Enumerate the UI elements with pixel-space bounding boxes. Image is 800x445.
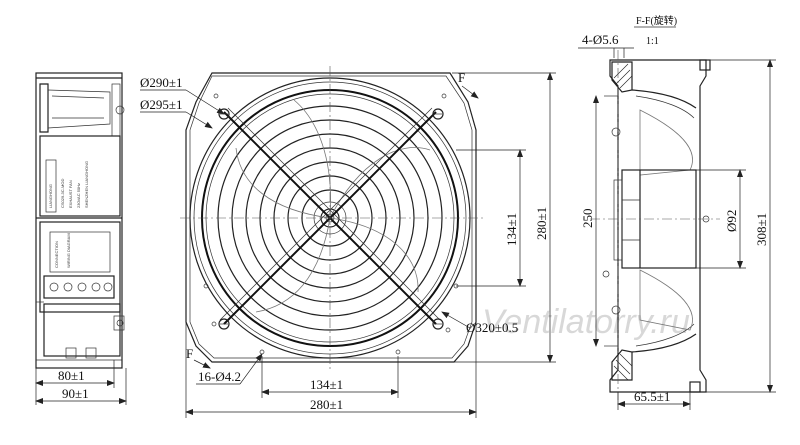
front-view: Ø290±1 Ø295±1 F F 16-Ø4.2 134±1 280±1 13… bbox=[140, 66, 556, 418]
dim-height-outer-label: 308±1 bbox=[754, 213, 769, 246]
section-title: F-F(旋转) bbox=[636, 14, 677, 27]
section-bolts bbox=[602, 59, 711, 393]
terminal-block bbox=[43, 275, 115, 299]
dim-height-label: 280±1 bbox=[534, 207, 549, 240]
dim-ring-outer-label: Ø290±1 bbox=[140, 75, 183, 90]
fan-blades bbox=[235, 99, 431, 313]
section-view: F-F(旋转) 1:1 4-Ø5.6 bbox=[578, 14, 776, 410]
svg-text:EXHAUST FAN: EXHAUST FAN bbox=[68, 180, 73, 208]
section-mark-bottom: F bbox=[186, 346, 193, 361]
svg-text:SHENZHEN LIANGHONG: SHENZHEN LIANGHONG bbox=[84, 161, 89, 208]
dim-height-inner-label: 250 bbox=[580, 209, 595, 229]
svg-text:230VAC 50Hz: 230VAC 50Hz bbox=[76, 183, 81, 208]
mounting-holes bbox=[203, 93, 459, 355]
svg-text:CS029-3C-MOD: CS029-3C-MOD bbox=[60, 179, 65, 208]
left-side-view: LIANGHONG CS029-3C-MOD EXHAUST FAN 230VA… bbox=[35, 72, 127, 405]
dim-depth-total-label: 90±1 bbox=[62, 386, 89, 401]
blade-profile bbox=[639, 109, 693, 176]
section-mark-top: F bbox=[458, 70, 465, 85]
dim-ring-mount-label: Ø295±1 bbox=[140, 97, 183, 112]
rating-label: LIANGHONG CS029-3C-MOD EXHAUST FAN 230VA… bbox=[45, 159, 89, 213]
dim-depth-label-section: 65.5±1 bbox=[634, 389, 670, 404]
guard-screws bbox=[218, 108, 444, 330]
dim-hole-span-vertical-label: 134±1 bbox=[504, 213, 519, 246]
dim-hole-label: 4-Ø5.6 bbox=[582, 32, 619, 47]
dim-motor-label: Ø92 bbox=[724, 210, 739, 232]
dim-holes-label: 16-Ø4.2 bbox=[198, 369, 241, 384]
dim-width-label: 280±1 bbox=[310, 397, 343, 412]
svg-text:LIANGHONG: LIANGHONG bbox=[48, 184, 53, 208]
dim-depth-label: 80±1 bbox=[58, 368, 85, 383]
dim-hole-span-label: 134±1 bbox=[310, 377, 343, 392]
svg-text:WIRING DIAGRAM: WIRING DIAGRAM bbox=[66, 233, 71, 268]
svg-text:CONNECTION: CONNECTION bbox=[54, 241, 59, 268]
watermark-text: Ventilatorry.ru bbox=[482, 303, 690, 341]
section-scale: 1:1 bbox=[646, 36, 659, 47]
dim-circle-label: Ø320±0.5 bbox=[466, 320, 518, 335]
